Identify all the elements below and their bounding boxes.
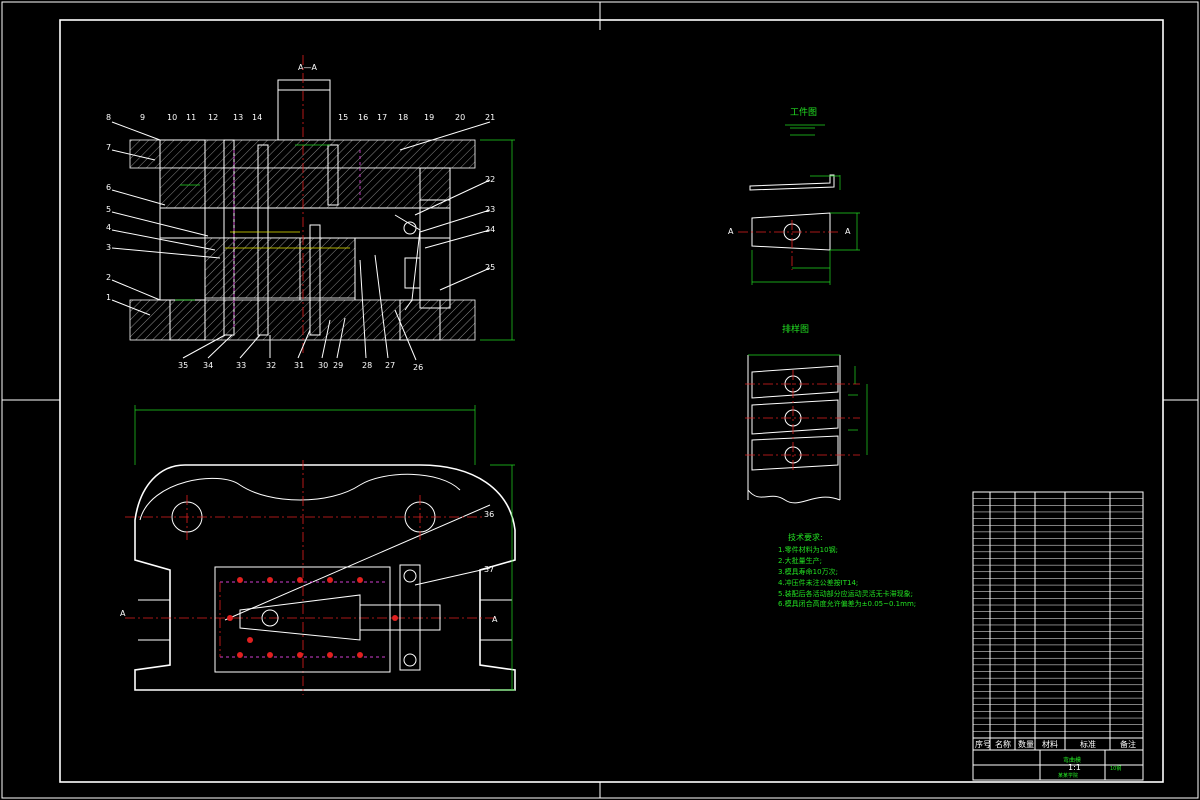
tb-header: 材料 xyxy=(1042,739,1058,749)
tech-req-line: 5.装配后各活动部分应运动灵活无卡滞现象; xyxy=(778,589,913,598)
drawing-name: 弯曲模 xyxy=(1063,756,1081,764)
part-number: 1 xyxy=(106,293,111,302)
part-number: 5 xyxy=(106,205,111,214)
part-number: 36 xyxy=(484,510,494,519)
part-number: 22 xyxy=(485,175,495,184)
tb-header: 名称 xyxy=(995,739,1011,749)
scale: 1:1 xyxy=(1068,763,1081,772)
tech-requirements: 技术要求: 1.零件材料为10钢; 2.大批量生产; 3.模具寿命10万次; 4… xyxy=(778,532,916,608)
screw-holes xyxy=(227,577,398,658)
part-number: 27 xyxy=(385,361,395,370)
part-number: 6 xyxy=(106,183,111,192)
tech-req-line: 2.大批量生产; xyxy=(778,556,822,565)
part-number: 10 xyxy=(167,113,177,122)
part-number: 25 xyxy=(485,263,495,272)
part-number: 33 xyxy=(236,361,246,370)
tb-header: 数量 xyxy=(1018,739,1034,749)
part-number: 3 xyxy=(106,243,111,252)
part-number: 35 xyxy=(178,361,188,370)
tech-req-line: 6.模具闭合高度允许偏差为±0.05~0.1mm; xyxy=(778,599,916,608)
part-number: 2 xyxy=(106,273,111,282)
part-number: 4 xyxy=(106,223,111,232)
part-number: 31 xyxy=(294,361,304,370)
part-number: 11 xyxy=(186,113,196,122)
view-a-label-left: A xyxy=(120,609,126,618)
view-a-label-wp-left: A xyxy=(728,227,734,236)
part-number: 15 xyxy=(338,113,348,122)
material: 10钢 xyxy=(1110,765,1121,772)
part-number: 16 xyxy=(358,113,368,122)
tb-header: 序号 xyxy=(975,739,991,749)
strip-layout: 排样图 xyxy=(745,323,868,504)
part-number: 37 xyxy=(484,565,494,574)
tech-req-line: 4.冲压件未注公差按IT14; xyxy=(778,578,858,587)
strip-layout-title: 排样图 xyxy=(782,323,809,335)
part-number: 8 xyxy=(106,113,111,122)
part-number: 20 xyxy=(455,113,465,122)
part-number: 32 xyxy=(266,361,276,370)
part-number: 14 xyxy=(252,113,262,122)
part-number: 21 xyxy=(485,113,495,122)
view-a-label-wp-right: A xyxy=(845,227,851,236)
part-number: 23 xyxy=(485,205,495,214)
part-number: 18 xyxy=(398,113,408,122)
part-number: 12 xyxy=(208,113,218,122)
workpiece-view: 工件图 A A xyxy=(728,106,860,285)
part-number: 24 xyxy=(485,225,495,234)
part-number: 13 xyxy=(233,113,243,122)
part-number: 9 xyxy=(140,113,145,122)
tech-requirements-title: 技术要求: xyxy=(788,532,823,542)
part-number: 34 xyxy=(203,361,213,370)
plan-view: A A xyxy=(120,405,516,695)
part-number: 17 xyxy=(377,113,387,122)
part-number: 7 xyxy=(106,143,111,152)
workpiece-view-title: 工件图 xyxy=(790,106,817,118)
tb-header: 标准 xyxy=(1080,739,1096,749)
part-number: 28 xyxy=(362,361,372,370)
tech-req-line: 3.模具寿命10万次; xyxy=(778,567,838,576)
part-number: 26 xyxy=(413,363,423,372)
part-number: 19 xyxy=(424,113,434,122)
part-number: 30 xyxy=(318,361,328,370)
tech-req-line: 1.零件材料为10钢; xyxy=(778,545,838,554)
part-callouts: 8 7 6 5 4 3 2 1 9 10 11 12 13 14 15 16 1… xyxy=(106,113,495,621)
school: 某某学院 xyxy=(1058,772,1078,779)
view-a-label-right: A xyxy=(492,615,498,624)
part-number: 29 xyxy=(333,361,343,370)
title-block: 序号 名称 数量 材料 标准 备注 弯曲模 1:1 10钢 某某学院 xyxy=(972,491,1144,781)
tb-header: 备注 xyxy=(1120,739,1136,749)
section-label: A—A xyxy=(298,63,317,72)
section-view: A—A xyxy=(129,55,515,355)
